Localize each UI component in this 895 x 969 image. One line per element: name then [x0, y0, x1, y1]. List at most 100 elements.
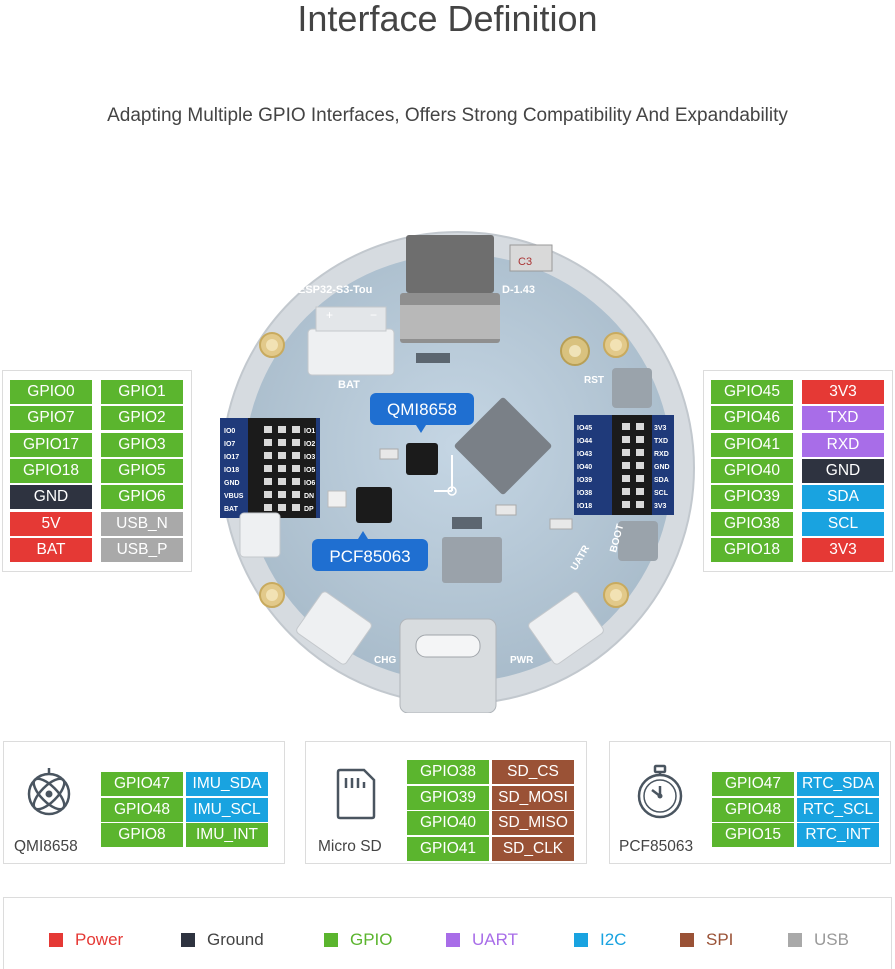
- header-pin: [292, 426, 300, 433]
- header-pin: [278, 465, 286, 472]
- silk-label: IO18: [577, 503, 592, 510]
- silk-label: DN: [304, 493, 314, 500]
- silk-label: SDA: [654, 477, 669, 484]
- module-name-micro-sd: Micro SD: [318, 838, 382, 855]
- legend-label: USB: [814, 930, 849, 949]
- header-pin: [636, 501, 644, 508]
- header-pin: [636, 423, 644, 430]
- pin-gpio41: GPIO41: [407, 836, 489, 861]
- silk-label: IO1: [304, 428, 315, 435]
- pcf85063-callout: [312, 539, 428, 571]
- silk-label: IO2: [304, 441, 315, 448]
- silk-label: TXD: [654, 438, 668, 445]
- silk-label: IO6: [304, 480, 315, 487]
- pin-gpio3: GPIO3: [101, 432, 183, 457]
- silk-label: BAT: [224, 506, 239, 513]
- right-side-connector: [528, 591, 604, 665]
- header-pin: [278, 491, 286, 498]
- left-side-connector: [296, 591, 372, 665]
- pin-gpio2: GPIO2: [101, 406, 183, 431]
- pin-gpio6: GPIO6: [101, 485, 183, 510]
- usb-c-connector: [399, 618, 497, 714]
- silk-label: GND: [654, 464, 670, 471]
- legend-swatch: [324, 933, 338, 947]
- header-pin: [622, 436, 630, 443]
- page-subtitle: Adapting Multiple GPIO Interfaces, Offer…: [107, 105, 788, 126]
- pin-gpio39: GPIO39: [407, 785, 489, 810]
- legend-swatch: [446, 933, 460, 947]
- pin-gpio15: GPIO15: [712, 823, 794, 847]
- pin-gpio18: GPIO18: [10, 458, 92, 483]
- board-svg: C3 ESP32-S3-Tou D-1.43 BAT + − RST IO0IO…: [220, 231, 695, 714]
- legend-swatch: [574, 933, 588, 947]
- qmi8658-callout-label: QMI8658: [387, 400, 457, 419]
- pin-3v3: 3V3: [802, 537, 884, 562]
- pin-gpio47: GPIO47: [712, 772, 794, 796]
- header-pin: [292, 465, 300, 472]
- svg-text:PWR: PWR: [510, 655, 534, 666]
- pin-gpio7: GPIO7: [10, 406, 92, 431]
- silk-label: 3V3: [654, 503, 667, 510]
- pin-sd-clk: SD_CLK: [492, 836, 574, 861]
- header-pin: [264, 504, 272, 511]
- battery-connector: [307, 328, 395, 376]
- silk-label: IO3: [304, 454, 315, 461]
- legend-label: Power: [75, 930, 124, 949]
- pin-rtc-int: RTC_INT: [797, 823, 879, 847]
- pin-gpio47: GPIO47: [101, 772, 183, 796]
- rst-button: [612, 368, 652, 408]
- capacitor: [509, 244, 553, 272]
- legend-item-i2c: I2C: [574, 930, 626, 950]
- header-pin: [278, 452, 286, 459]
- pin-gpio17: GPIO17: [10, 432, 92, 457]
- pin-gpio38: GPIO38: [407, 760, 489, 784]
- pin-sd-mosi: SD_MOSI: [492, 785, 574, 810]
- header-pin: [278, 426, 286, 433]
- pin-bat: BAT: [10, 537, 92, 562]
- header-pin: [622, 488, 630, 495]
- header-pin: [264, 426, 272, 433]
- board-name-b: D-1.43: [502, 284, 535, 296]
- pin-gpio40: GPIO40: [711, 458, 793, 483]
- imu-chip: [406, 443, 438, 475]
- header-pin: [278, 439, 286, 446]
- right-header-pins: [612, 415, 652, 515]
- header-pin: [622, 475, 630, 482]
- silk-label: IO7: [224, 441, 235, 448]
- silk-label: GND: [224, 480, 240, 487]
- pin-rtc-sda: RTC_SDA: [797, 772, 879, 796]
- rtc-chip: [356, 487, 392, 523]
- header-pin: [622, 462, 630, 469]
- silk-label: IO45: [577, 425, 592, 432]
- pin-imu-int: IMU_INT: [186, 823, 268, 847]
- header-pin: [622, 501, 630, 508]
- pin-sd-cs: SD_CS: [492, 760, 574, 784]
- silk-label: IO17: [224, 454, 239, 461]
- display-connector: [406, 235, 494, 293]
- board-name-a: ESP32-S3-Tou: [298, 284, 372, 296]
- pin-scl: SCL: [802, 511, 884, 536]
- header-pin: [292, 452, 300, 459]
- pin-txd: TXD: [802, 406, 884, 431]
- legend-item-ground: Ground: [181, 930, 264, 950]
- header-pin: [264, 478, 272, 485]
- legend-item-gpio: GPIO: [324, 930, 393, 950]
- header-pin: [622, 449, 630, 456]
- silk-label: IO5: [304, 467, 315, 474]
- header-pin: [292, 439, 300, 446]
- pin-sda: SDA: [802, 485, 884, 510]
- pin-gnd: GND: [802, 458, 884, 483]
- svg-text:+: +: [326, 308, 333, 322]
- pin-gpio45: GPIO45: [711, 380, 793, 404]
- pin-gpio0: GPIO0: [10, 380, 92, 404]
- pin-3v3: 3V3: [802, 380, 884, 404]
- pin-gpio46: GPIO46: [711, 406, 793, 431]
- silk-label: VBUS: [224, 493, 244, 500]
- legend-swatch: [181, 933, 195, 947]
- silk-label: IO39: [577, 477, 592, 484]
- esp32-chip: [454, 397, 552, 495]
